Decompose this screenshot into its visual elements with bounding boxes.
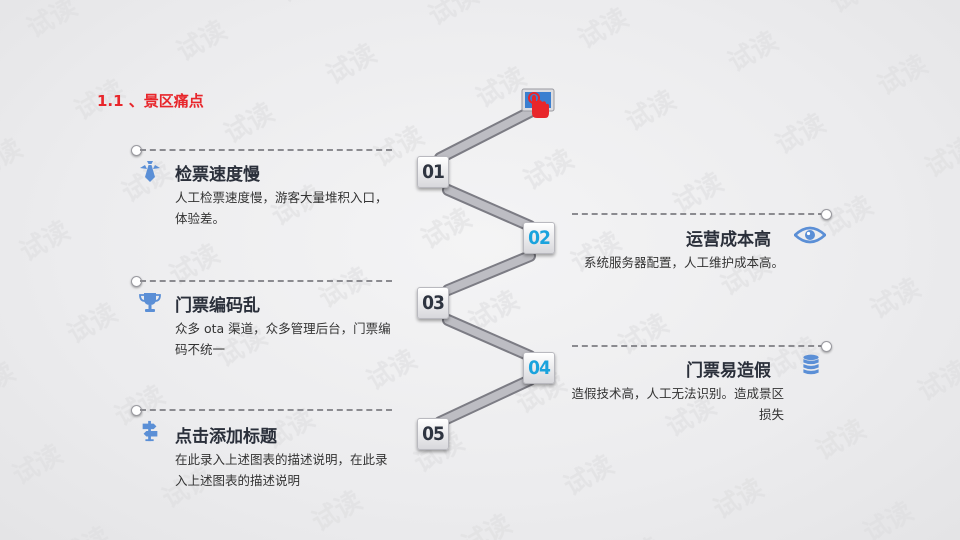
step-number-03: 03 [417,287,449,319]
item-4-description: 造假技术高，人工无法识别。造成景区损失 [571,386,784,422]
item-4-dot [821,341,832,352]
step-number-01: 01 [417,156,449,188]
item-5-divider [140,409,392,411]
section-title: 1.1 、景区痛点 [97,92,204,110]
step-number-05: 05 [417,418,449,450]
item-3-title[interactable]: 门票编码乱 [175,296,260,316]
step-number-04: 04 [523,352,555,384]
database-icon [803,354,819,375]
trophy-icon [139,293,161,312]
item-5-title[interactable]: 点击添加标题 [175,427,277,447]
item-1-description: 人工检票速度慢，游客大量堆积入口，体验差。 [175,190,388,226]
item-2-title[interactable]: 运营成本高 [686,230,771,250]
signpost-icon [142,420,158,442]
item-4-divider [572,345,824,347]
item-1-divider [140,149,392,151]
item-1-title[interactable]: 检票速度慢 [175,165,260,185]
item-2-dot [821,209,832,220]
step-number-02: 02 [523,222,555,254]
item-3-divider [140,280,392,282]
touch-screen-icon [521,88,555,118]
eye-icon [794,226,826,244]
item-2-description: 系统服务器配置，人工维护成本高。 [583,255,784,270]
item-3-description: 众多 ota 渠道，众多管理后台，门票编码不统一 [175,321,391,357]
tie-icon [140,161,160,182]
item-4-title[interactable]: 门票易造假 [686,361,771,381]
item-2-divider [572,213,824,215]
item-5-description: 在此录入上述图表的描述说明，在此录入上述图表的描述说明 [175,452,388,488]
